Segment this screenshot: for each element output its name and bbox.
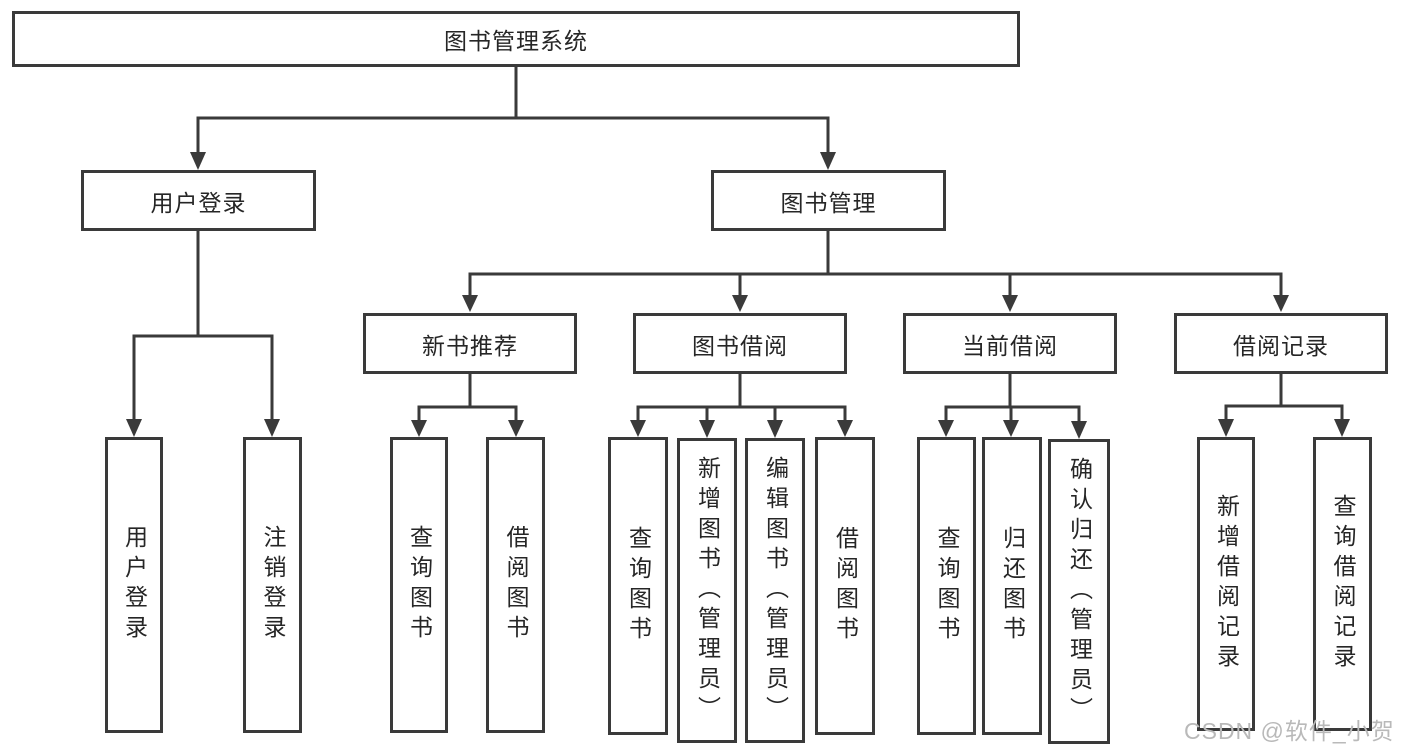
node-label: 用户登录 xyxy=(121,525,148,645)
leaf-query-borrow-record: 查询借阅记录 xyxy=(1313,437,1372,731)
leaf-add-borrow-record: 新增借阅记录 xyxy=(1197,437,1255,731)
wire-borrow-records-subtree xyxy=(1218,373,1350,437)
leaf-borrow-books: 借阅图书 xyxy=(815,437,875,735)
leaf-confirm-return-admin: 确认归还（管理员） xyxy=(1048,439,1110,744)
leaf-query-books-borrow: 查询图书 xyxy=(608,437,668,735)
node-library-management-system: 图书管理系统 xyxy=(12,11,1020,67)
node-new-book-recommend: 新书推荐 xyxy=(363,313,577,374)
node-user-login: 用户登录 xyxy=(81,170,316,231)
node-current-borrow: 当前借阅 xyxy=(903,313,1117,374)
node-label: 图书借阅 xyxy=(692,332,788,359)
node-book-management: 图书管理 xyxy=(711,170,946,231)
wire-book-borrow-subtree xyxy=(630,373,853,438)
node-label: 借阅图书 xyxy=(832,526,859,646)
node-label: 新增图书（管理员） xyxy=(694,455,721,726)
node-label: 注销登录 xyxy=(260,525,286,645)
wire-root-to-level2 xyxy=(190,66,836,170)
node-label: 新书推荐 xyxy=(422,332,518,359)
node-label: 图书管理 xyxy=(780,189,877,216)
leaf-return-books: 归还图书 xyxy=(982,437,1042,735)
wire-new-book-subtree xyxy=(411,373,524,437)
wire-user-login-subtree xyxy=(126,231,280,437)
node-label: 借阅记录 xyxy=(1233,332,1329,359)
leaf-add-books-admin: 新增图书（管理员） xyxy=(677,438,737,743)
leaf-query-books-recommend: 查询图书 xyxy=(390,437,448,733)
csdn-watermark: CSDN @软件_小贺同学 xyxy=(1184,718,1395,744)
node-label: 新增借阅记录 xyxy=(1213,494,1240,674)
node-label: 查询图书 xyxy=(934,526,960,646)
leaf-user-login: 用户登录 xyxy=(105,437,163,733)
node-label: 归还图书 xyxy=(999,526,1026,646)
node-book-borrow: 图书借阅 xyxy=(633,313,847,374)
node-label: 查询图书 xyxy=(406,525,433,645)
node-label: 用户登录 xyxy=(150,189,247,216)
node-label: 借阅图书 xyxy=(503,525,529,645)
node-label: 查询借阅记录 xyxy=(1330,494,1356,674)
leaf-query-books-current: 查询图书 xyxy=(917,437,976,735)
node-label: 图书管理系统 xyxy=(444,28,588,54)
node-borrow-records: 借阅记录 xyxy=(1174,313,1388,374)
leaf-logout: 注销登录 xyxy=(243,437,302,733)
node-label: 编辑图书（管理员） xyxy=(762,455,789,726)
leaf-edit-books-admin: 编辑图书（管理员） xyxy=(745,438,805,743)
node-label: 确认归还（管理员） xyxy=(1066,456,1093,727)
wire-book-management-to-level3 xyxy=(462,231,1289,312)
wire-current-borrow-subtree xyxy=(938,373,1087,439)
leaf-borrow-books-recommend: 借阅图书 xyxy=(486,437,545,733)
node-label: 当前借阅 xyxy=(962,332,1058,359)
node-label: 查询图书 xyxy=(625,526,652,646)
